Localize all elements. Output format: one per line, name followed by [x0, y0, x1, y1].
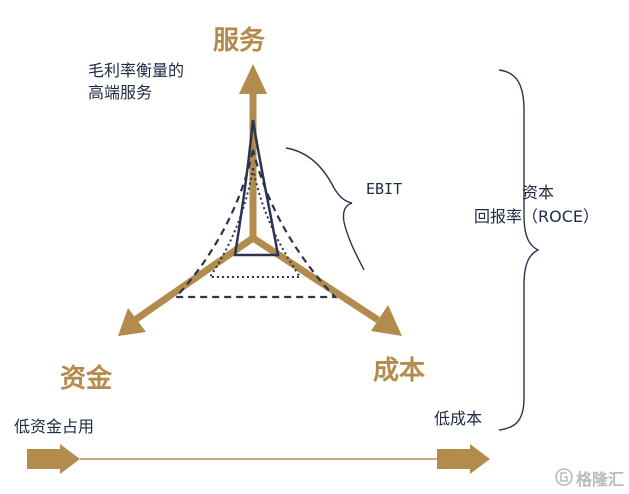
capital-label: 资金 [60, 364, 113, 394]
cost-arrowhead [371, 305, 402, 336]
watermark-logo-icon [555, 468, 573, 486]
capital-arrowhead [118, 308, 146, 336]
roce-label-line1: 资本 [522, 183, 555, 202]
roce-brace [498, 69, 540, 431]
service-desc-line1: 毛利率衡量的 [88, 61, 185, 80]
watermark-text: 格隆汇 [576, 470, 625, 489]
solid-triangle [233, 119, 280, 257]
right-bottom-arrow [437, 444, 490, 474]
service-arrowhead [239, 64, 267, 94]
low-capital-label: 低资金占用 [14, 417, 95, 436]
capital-axis [133, 235, 255, 323]
ebit-label: EBIT [366, 180, 403, 198]
axes [118, 64, 402, 336]
low-cost-label: 低成本 [434, 409, 483, 428]
cost-axis [251, 235, 380, 323]
service-desc-line2: 高端服务 [88, 83, 153, 102]
service-label: 服务 [213, 26, 266, 56]
cost-label: 成本 [373, 356, 426, 386]
roce-label-line2: 回报率（ROCE） [474, 207, 599, 226]
left-bottom-arrow [27, 444, 80, 474]
ebit-brace [285, 147, 365, 271]
